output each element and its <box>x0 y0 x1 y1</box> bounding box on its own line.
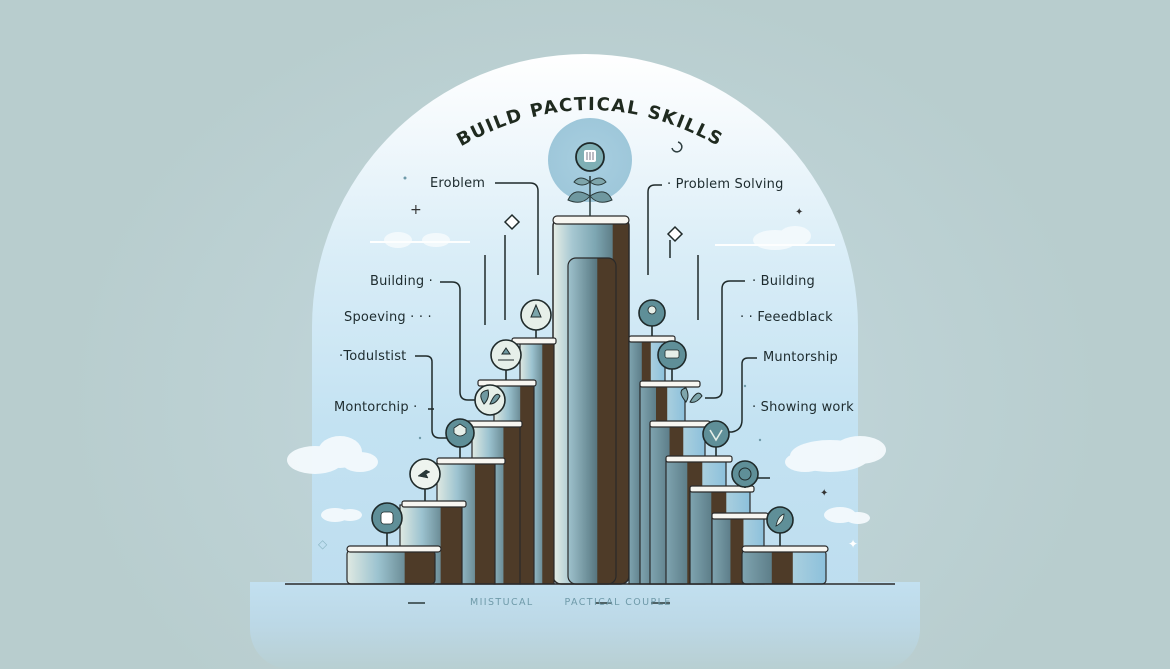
left-connectors <box>415 182 539 439</box>
label-right-building: · Building <box>752 274 816 289</box>
right-staircase <box>628 335 829 585</box>
svg-text:+: + <box>410 202 422 218</box>
svg-text:✦: ✦ <box>820 488 828 499</box>
right-step-icons <box>638 299 794 546</box>
label-left-todulstist: ·Todulstist <box>339 349 407 364</box>
lightbulb-icon <box>567 142 613 216</box>
diamond-marker-right <box>666 225 684 243</box>
leaf-icon <box>702 420 730 448</box>
caption-left-text: MIISTUCAL <box>470 597 534 608</box>
label-right-feedback: · · Feeedblack <box>740 310 833 325</box>
left-step-icons <box>371 299 552 546</box>
label-left-problem: Eroblem <box>430 176 486 191</box>
inner-tower <box>567 257 617 585</box>
floor <box>250 582 920 669</box>
svg-text:✦: ✦ <box>795 207 803 218</box>
diamond-marker-left <box>503 213 521 231</box>
svg-text:✦: ✦ <box>848 537 858 551</box>
globe-icon <box>731 460 759 488</box>
meditation-icon <box>490 339 522 371</box>
bottom-caption: MIISTUCAL PACTICAL COUPLE <box>470 597 672 608</box>
label-left-spoeving: Spoeving · · · <box>344 310 432 325</box>
sparkles: + ✦ ✦ ◇ ✦ <box>318 141 858 551</box>
caption-right-text: PACTICAL COUPLE <box>564 597 672 608</box>
left-staircase <box>346 337 557 585</box>
sprout-icon <box>474 384 506 416</box>
label-right-mentorship: Muntorship <box>763 350 838 365</box>
label-right-showing-work: · Showing work <box>752 400 854 415</box>
label-right-problem-solving: · Problem Solving <box>667 177 784 192</box>
clouds <box>287 226 886 524</box>
sprout-icon <box>680 387 703 403</box>
label-left-montorchip: Montorchip · <box>334 400 418 415</box>
svg-text:◇: ◇ <box>318 537 328 551</box>
label-left-building: Building · <box>370 274 434 289</box>
